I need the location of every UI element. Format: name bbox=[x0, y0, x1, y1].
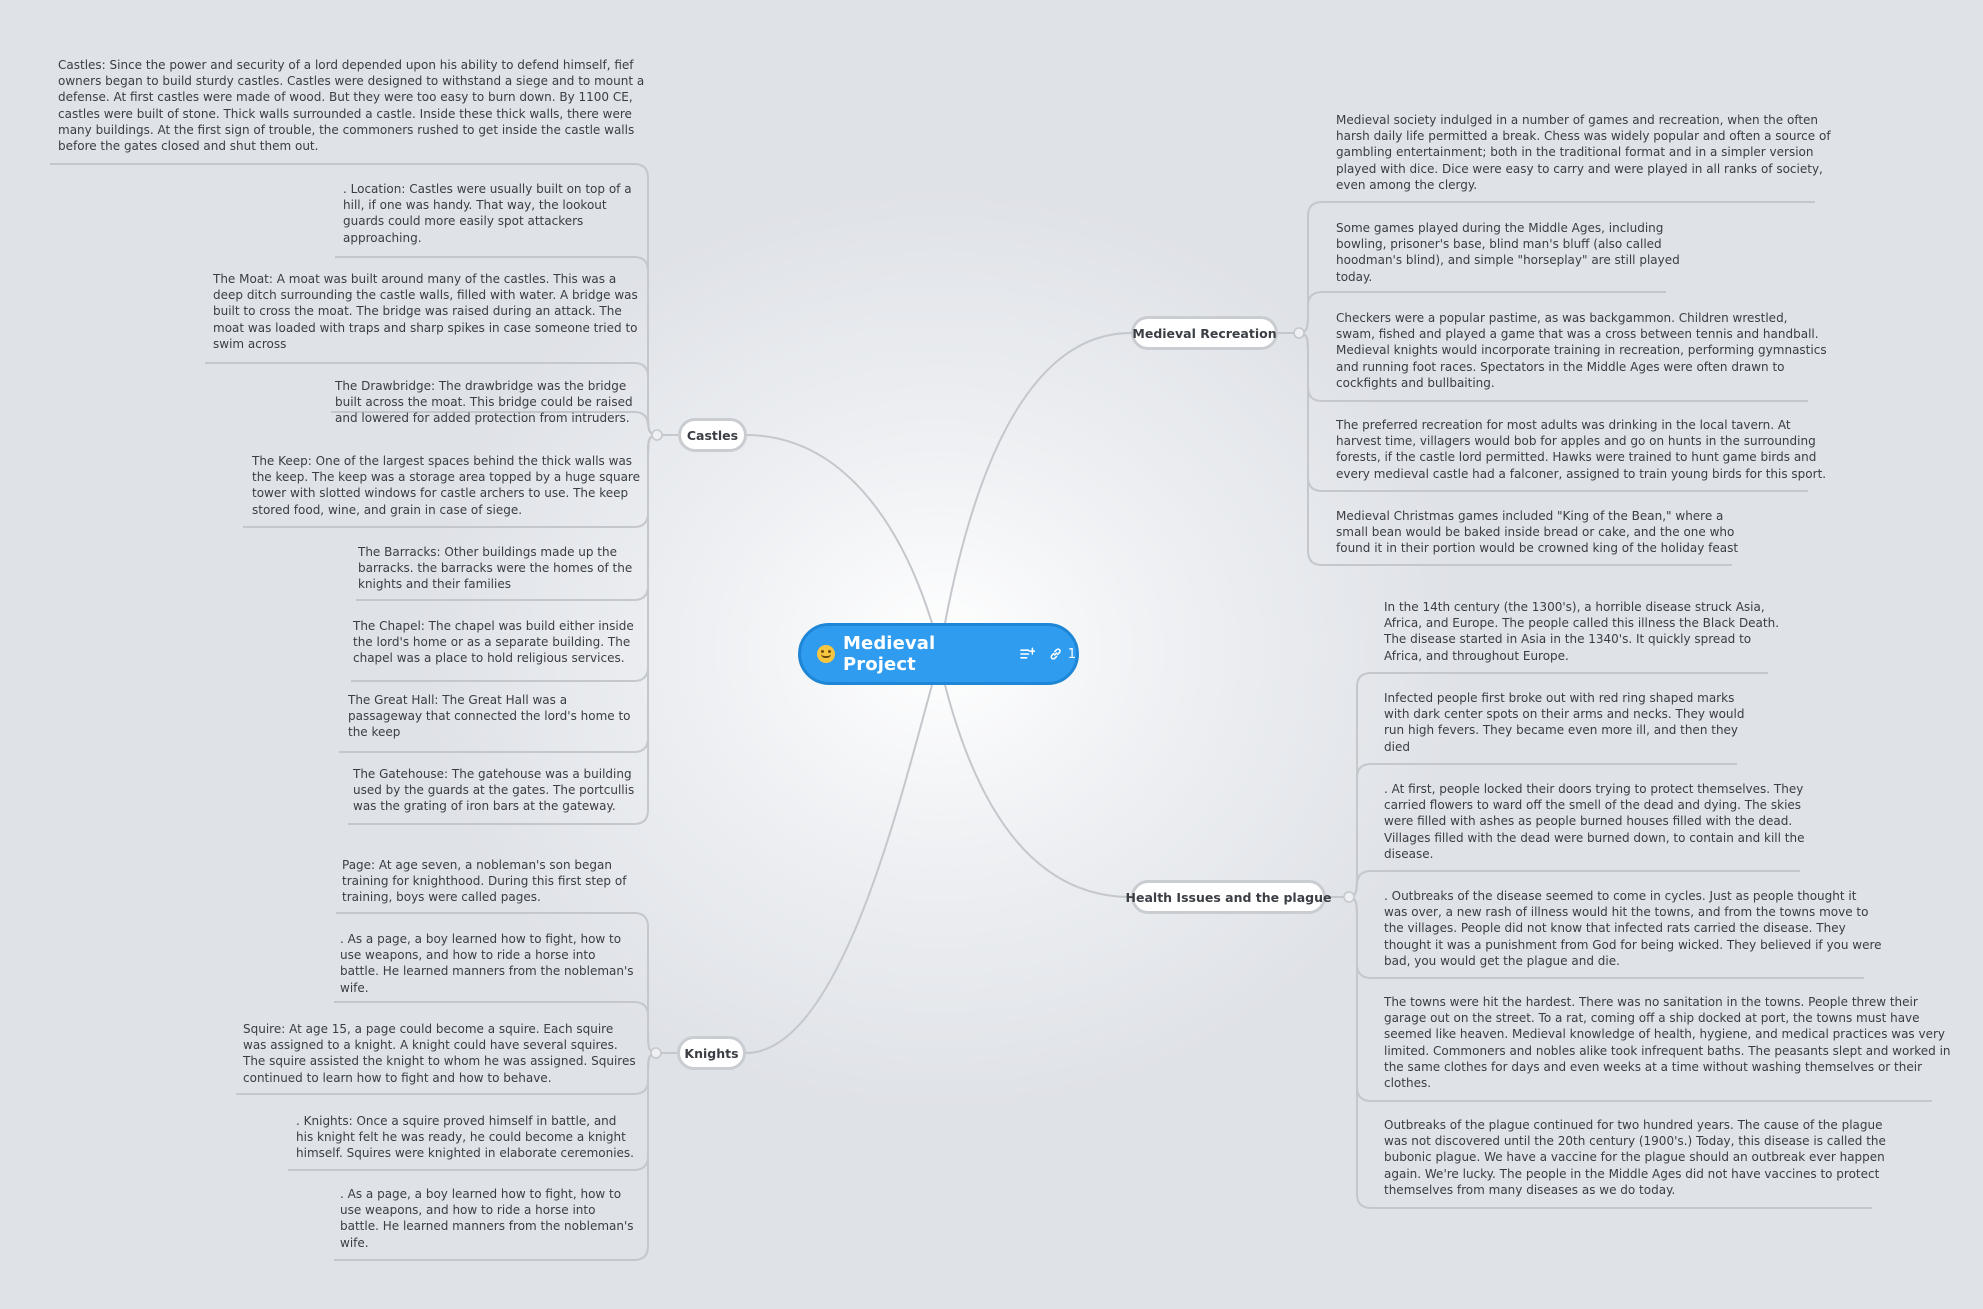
connector-lines bbox=[50, 163, 1932, 1261]
subtopic-knights-page-training-2: . As a page, a boy learned how to fight,… bbox=[340, 1187, 634, 1250]
collapse-toggle-plague[interactable] bbox=[1343, 891, 1355, 903]
subtopic-castles-keep: The Keep: One of the largest spaces behi… bbox=[252, 454, 640, 517]
topic-label: Health Issues and the plague bbox=[1125, 889, 1332, 905]
connector-recreation-item-1 bbox=[1297, 291, 1666, 334]
topic-health-issues-and-the-plague[interactable]: Health Issues and the plague bbox=[1126, 880, 1331, 914]
subtopic-castles-barracks: The Barracks: Other buildings made up th… bbox=[358, 545, 633, 592]
notes-icon[interactable] bbox=[1020, 647, 1036, 661]
subtopic-castles-moat: The Moat: A moat was built around many o… bbox=[213, 272, 638, 351]
subtopic-castles-chapel: The Chapel: The chapel was build either … bbox=[353, 619, 634, 666]
subtopic-knights-page: Page: At age seven, a nobleman's son beg… bbox=[342, 858, 627, 905]
subtopic-plague-black-death: In the 14th century (the 1300's), a horr… bbox=[1384, 600, 1780, 663]
subtopic-knights-squire: Squire: At age 15, a page could become a… bbox=[243, 1022, 636, 1085]
collapse-toggle-recreation[interactable] bbox=[1293, 327, 1305, 339]
subtopic-castles-overview: Castles: Since the power and security of… bbox=[58, 58, 645, 154]
subtopic-knights-knighthood: . Knights: Once a squire proved himself … bbox=[296, 1114, 634, 1161]
subtopic-recreation-games: Medieval society indulged in a number of… bbox=[1336, 113, 1831, 192]
connector-castles-item-8 bbox=[348, 434, 659, 825]
subtopic-recreation-tavern: The preferred recreation for most adults… bbox=[1336, 418, 1827, 481]
smiley-emoji-icon bbox=[817, 645, 835, 663]
topic-medieval-recreation[interactable]: Medieval Recreation bbox=[1131, 316, 1278, 350]
link-icon[interactable] bbox=[1049, 647, 1062, 661]
central-topic-title: Medieval Project bbox=[843, 633, 936, 675]
subtopic-plague-cycles: . Outbreaks of the disease seemed to com… bbox=[1384, 889, 1882, 968]
subtopic-recreation-checkers: Checkers were a popular pastime, as was … bbox=[1336, 311, 1827, 390]
subtopic-plague-bubonic: Outbreaks of the plague continued for tw… bbox=[1384, 1118, 1886, 1197]
subtopic-castles-great-hall: The Great Hall: The Great Hall was a pas… bbox=[348, 693, 631, 740]
subtopic-recreation-christmas: Medieval Christmas games included "King … bbox=[1336, 509, 1739, 556]
central-topic[interactable]: Medieval Project 1 bbox=[798, 623, 1079, 685]
subtopic-castles-location: . Location: Castles were usually built o… bbox=[343, 182, 632, 245]
subtopic-plague-symptoms: Infected people first broke out with red… bbox=[1384, 691, 1745, 754]
collapse-toggle-castles[interactable] bbox=[651, 429, 663, 441]
topic-castles[interactable]: Castles bbox=[678, 418, 747, 452]
connector-root-plague bbox=[944, 684, 1132, 898]
connector-recreation-item-4 bbox=[1297, 332, 1732, 566]
connector-root-knights bbox=[745, 684, 933, 1054]
connector-root-recreation bbox=[944, 332, 1132, 624]
subtopic-plague-towns: The towns were hit the hardest. There wa… bbox=[1384, 995, 1951, 1091]
subtopic-knights-page-training: . As a page, a boy learned how to fight,… bbox=[340, 932, 634, 995]
collapse-toggle-knights[interactable] bbox=[650, 1047, 662, 1059]
subtopic-castles-drawbridge: The Drawbridge: The drawbridge was the b… bbox=[335, 379, 633, 426]
topic-label: Castles bbox=[686, 427, 739, 443]
connector-root-castles bbox=[746, 434, 933, 624]
topic-label: Medieval Recreation bbox=[1132, 325, 1277, 341]
topic-label: Knights bbox=[684, 1045, 739, 1061]
connector-castles-item-3 bbox=[331, 411, 659, 436]
subtopic-plague-protection: . At first, people locked their doors tr… bbox=[1384, 782, 1805, 861]
topic-knights[interactable]: Knights bbox=[677, 1036, 746, 1070]
subtopic-recreation-still-played: Some games played during the Middle Ages… bbox=[1336, 221, 1680, 284]
link-count: 1 bbox=[1067, 646, 1076, 662]
subtopic-castles-gatehouse: The Gatehouse: The gatehouse was a build… bbox=[353, 767, 635, 814]
